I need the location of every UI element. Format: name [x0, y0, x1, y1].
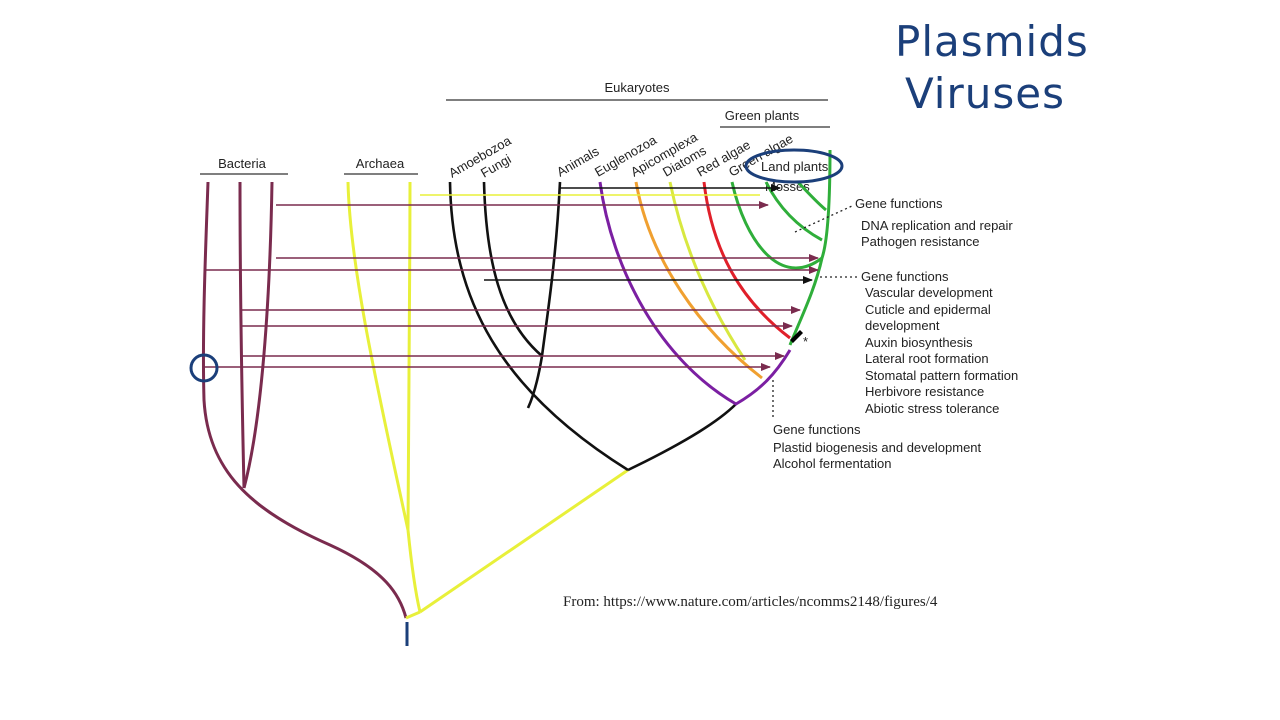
- svg-text:DNA replication and repair: DNA replication and repair: [861, 218, 1013, 233]
- svg-text:Alcohol fermentation: Alcohol fermentation: [773, 456, 892, 471]
- bacteria-label: Bacteria: [218, 156, 266, 171]
- bacteria-branches: [201, 181, 408, 619]
- animals-label: Animals: [554, 143, 602, 179]
- land-plants-label: Land plants: [761, 159, 829, 174]
- pen-cursor-icon: [790, 330, 803, 343]
- gene-function-connectors: [772, 205, 858, 420]
- apicomplexa-branch: [634, 181, 763, 380]
- handwritten-viruses: Viruses: [905, 69, 1065, 118]
- archaea-label: Archaea: [356, 156, 405, 171]
- svg-text:Gene functions: Gene functions: [855, 196, 943, 211]
- svg-text:development: development: [865, 318, 940, 333]
- svg-text:Herbivore resistance: Herbivore resistance: [865, 384, 984, 399]
- svg-text:Stomatal pattern formation: Stomatal pattern formation: [865, 368, 1018, 383]
- diatoms-branch: [668, 181, 747, 361]
- source-citation: From: https://www.nature.com/articles/nc…: [563, 594, 938, 610]
- archaea-branches: [346, 181, 629, 620]
- svg-text:Cuticle and epidermal: Cuticle and epidermal: [865, 302, 991, 317]
- asterisk-marker: *: [803, 334, 808, 349]
- svg-text:Vascular development: Vascular development: [865, 285, 993, 300]
- svg-text:Pathogen resistance: Pathogen resistance: [861, 234, 980, 249]
- green-plants-branches: [730, 149, 832, 346]
- euglenozoa-branch: [598, 181, 792, 406]
- gene-functions-group2: Gene functions Vascular development Cuti…: [861, 269, 1018, 416]
- svg-text:Lateral root formation: Lateral root formation: [865, 351, 989, 366]
- svg-text:Auxin biosynthesis: Auxin biosynthesis: [865, 335, 973, 350]
- gene-functions-group3: Gene functions Plastid biogenesis and de…: [773, 422, 982, 471]
- handwritten-plasmids: Plasmids: [895, 17, 1089, 66]
- gene-functions-group1: Gene functions DNA replication and repai…: [855, 196, 1013, 249]
- gene-transfer-arrows: [204, 184, 819, 371]
- svg-text:Gene functions: Gene functions: [773, 422, 861, 437]
- eukaryotes-header: Eukaryotes: [604, 80, 670, 95]
- bacteria-highlight-circle: [189, 353, 219, 383]
- eukaryote-base-branches: [448, 181, 737, 472]
- svg-text:Plastid biogenesis and develop: Plastid biogenesis and development: [773, 440, 982, 455]
- svg-text:Gene functions: Gene functions: [861, 269, 949, 284]
- svg-text:Abiotic stress tolerance: Abiotic stress tolerance: [865, 401, 999, 416]
- green-plants-header: Green plants: [725, 108, 800, 123]
- land-plants-highlight-circle: [744, 148, 844, 184]
